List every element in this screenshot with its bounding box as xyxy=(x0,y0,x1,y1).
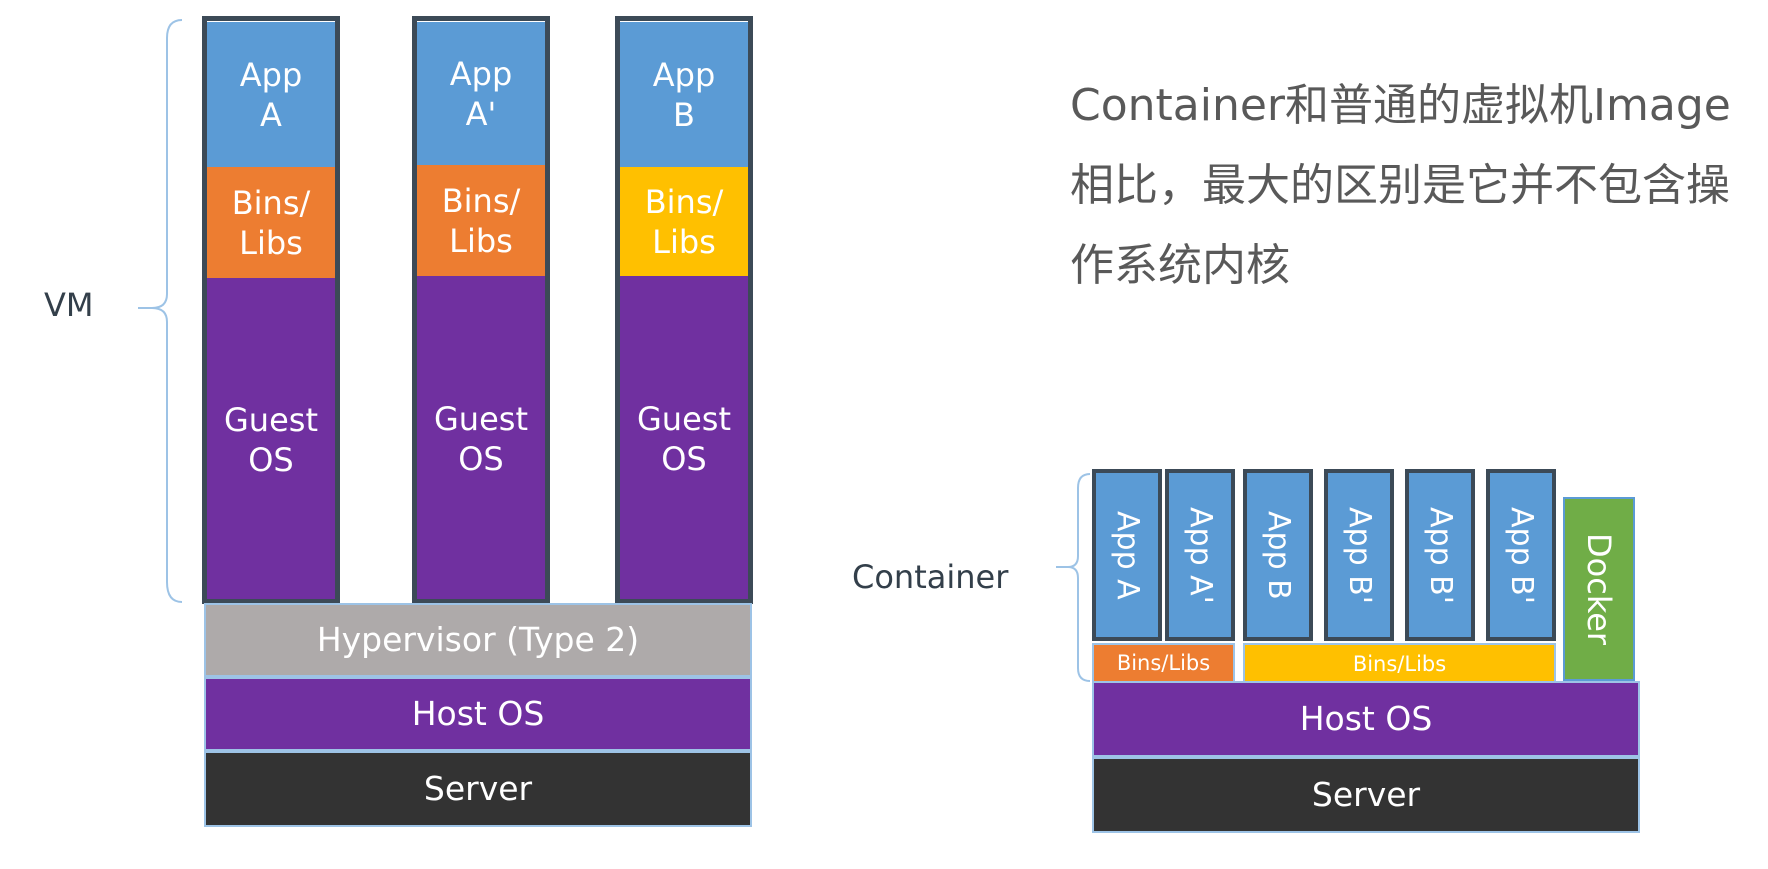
vm-guest-os-a-prime: Guest OS xyxy=(417,276,545,601)
container-label: Container xyxy=(852,558,1009,596)
vm-app-b: App B xyxy=(620,22,748,167)
container-host-os-layer: Host OS xyxy=(1092,681,1640,757)
vm-guest-os-b: Guest OS xyxy=(620,276,748,601)
vm-guest-os-a: Guest OS xyxy=(207,278,335,601)
vm-app-a: App A xyxy=(207,22,335,167)
vm-bins-libs-b: Bins/ Libs xyxy=(620,167,748,276)
container-app-a-prime: App A' xyxy=(1165,469,1235,641)
vm-host-os-layer: Host OS xyxy=(204,677,752,751)
vm-brace xyxy=(138,19,183,603)
container-app-a: App A xyxy=(1092,469,1162,641)
container-bins-libs-b: Bins/Libs xyxy=(1243,643,1556,685)
container-brace xyxy=(1056,473,1091,682)
container-server-layer: Server xyxy=(1092,757,1640,833)
vm-app-a-prime: App A' xyxy=(417,22,545,165)
vm-label: VM xyxy=(44,286,94,324)
vm-bins-libs-a: Bins/ Libs xyxy=(207,167,335,278)
container-app-b: App B xyxy=(1243,469,1313,641)
vm-server-layer: Server xyxy=(204,751,752,827)
comparison-description: Container和普通的虚拟机Image相比，最大的区别是它并不包含操作系统内… xyxy=(1070,80,1731,291)
container-app-b-prime-2: App B' xyxy=(1405,469,1475,641)
container-app-b-prime-3: App B' xyxy=(1486,469,1556,641)
vm-hypervisor-layer: Hypervisor (Type 2) xyxy=(204,603,752,677)
container-docker-engine: Docker xyxy=(1563,497,1635,681)
container-app-b-prime-1: App B' xyxy=(1324,469,1394,641)
container-bins-libs-a: Bins/Libs xyxy=(1092,643,1235,683)
vm-bins-libs-a-prime: Bins/ Libs xyxy=(417,165,545,276)
